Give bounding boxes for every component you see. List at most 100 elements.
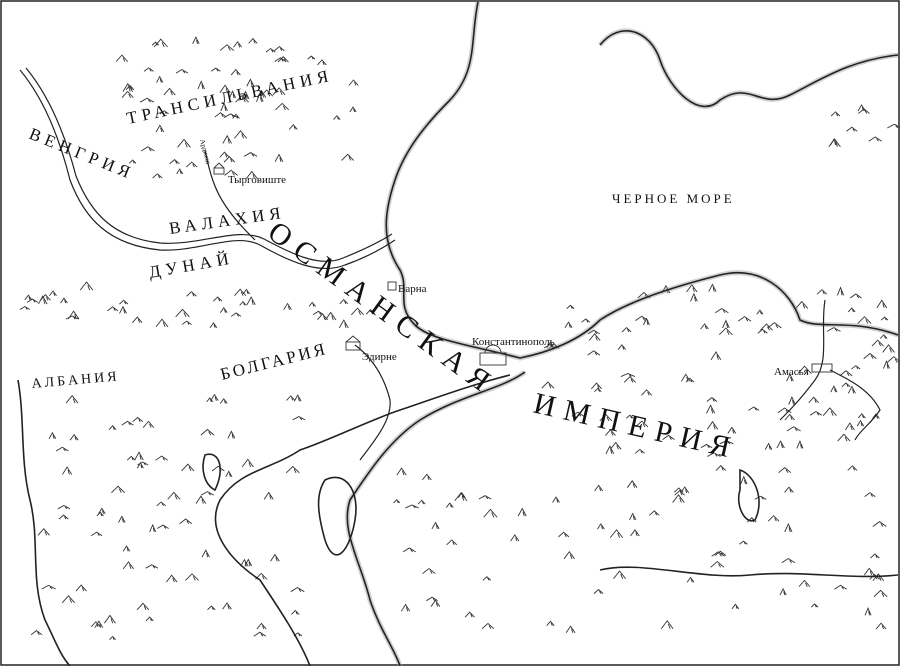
- mountain-ranges: [19, 36, 900, 640]
- mountain-icon: [333, 115, 341, 120]
- mountain-icon: [715, 465, 727, 471]
- mountain-icon: [137, 461, 149, 466]
- island: [317, 476, 357, 556]
- mountain-icon: [115, 54, 129, 62]
- mountain-icon: [841, 382, 851, 388]
- mountain-icon: [482, 576, 492, 581]
- mountain-icon: [426, 596, 438, 602]
- mountain-icon: [157, 524, 169, 529]
- mountain-icon: [230, 312, 242, 317]
- mountain-icon: [274, 45, 285, 52]
- maritsa-river: [354, 344, 391, 461]
- mountain-icon: [834, 584, 847, 590]
- mountain-icon: [630, 529, 640, 537]
- mountain-icon: [719, 440, 734, 445]
- mountain-icon: [274, 153, 284, 162]
- mountain-icon: [849, 293, 862, 299]
- mountain-icon: [122, 82, 134, 92]
- mountain-icon: [195, 495, 207, 504]
- anatolian-river: [779, 299, 826, 421]
- mountain-icon: [350, 307, 364, 316]
- mountain-icon: [396, 467, 407, 476]
- mountain-icon: [609, 529, 624, 539]
- mountain-icon: [421, 473, 432, 481]
- island: [737, 468, 760, 522]
- adriatic-coastline: [17, 379, 71, 666]
- mountain-icon: [393, 499, 401, 504]
- mountain-icon: [134, 451, 144, 461]
- mountain-icon: [816, 289, 828, 295]
- mountain-icon: [19, 305, 30, 310]
- mountain-icon: [478, 495, 492, 500]
- mountain-icon: [30, 630, 43, 636]
- mountain-icon: [229, 90, 236, 99]
- mountain-icon: [200, 428, 215, 436]
- mountain-icon: [685, 377, 695, 383]
- mountain-icon: [781, 558, 796, 564]
- mountain-icon: [594, 484, 604, 492]
- mountain-icon: [808, 396, 820, 404]
- mountain-icon: [239, 300, 247, 306]
- mountain-icon: [256, 622, 267, 630]
- mountain-icon: [111, 485, 125, 494]
- mountain-icon: [75, 584, 87, 592]
- mountain-icon: [225, 470, 233, 478]
- mountain-icon: [41, 584, 56, 590]
- label-targoviste: Тырговиште: [228, 174, 286, 186]
- mountain-icon: [207, 605, 216, 611]
- mountain-icon: [591, 382, 602, 390]
- mountain-icon: [446, 539, 458, 546]
- mountain-icon: [641, 389, 653, 396]
- mountain-icon: [767, 515, 780, 522]
- mountain-icon: [870, 553, 880, 559]
- city-marker-icon: [345, 335, 361, 351]
- mountain-icon: [307, 55, 316, 60]
- mountain-icon: [864, 492, 876, 497]
- mountain-icon: [104, 614, 116, 624]
- mountain-icon: [851, 365, 861, 370]
- mountain-icon: [563, 551, 575, 560]
- mountain-icon: [67, 310, 80, 320]
- mountain-icon: [139, 97, 155, 103]
- mountain-icon: [764, 442, 773, 450]
- label-amasya: Амасья: [774, 366, 809, 378]
- mountain-icon: [597, 523, 605, 530]
- mountain-icon: [57, 504, 71, 510]
- mountain-icon: [37, 295, 48, 305]
- mountain-icon: [797, 365, 812, 374]
- mountain-icon: [220, 102, 228, 112]
- mountain-icon: [339, 298, 349, 305]
- mountain-icon: [109, 635, 116, 640]
- mountain-icon: [847, 385, 856, 394]
- city-marker-icon: [479, 344, 507, 366]
- mountain-icon: [292, 416, 306, 421]
- mountain-icon: [662, 434, 675, 441]
- mountain-icon: [65, 315, 79, 320]
- mountain-icon: [847, 307, 856, 313]
- mountain-icon: [285, 465, 300, 474]
- mountain-icon: [136, 461, 144, 469]
- mountain-icon: [707, 452, 721, 457]
- mountain-icon: [706, 397, 718, 402]
- mountain-icon: [710, 560, 725, 568]
- mountain-icon: [141, 146, 155, 152]
- mountain-icon: [680, 373, 691, 382]
- mountain-icon: [223, 156, 236, 163]
- mountain-icon: [121, 90, 134, 99]
- mountain-icon: [857, 316, 872, 324]
- mountain-icon: [708, 283, 717, 292]
- mountain-icon: [24, 294, 33, 301]
- mountain-icon: [635, 420, 649, 428]
- mountain-icon: [483, 508, 498, 518]
- mountain-icon: [149, 523, 157, 533]
- mountain-icon: [880, 316, 889, 321]
- mountain-icon: [291, 609, 300, 615]
- mountain-icon: [245, 170, 258, 179]
- mountain-icon: [244, 152, 258, 157]
- mountain-icon: [26, 298, 39, 303]
- mountain-icon: [58, 514, 69, 520]
- mountain-icon: [223, 113, 238, 118]
- mountain-icon: [55, 446, 69, 452]
